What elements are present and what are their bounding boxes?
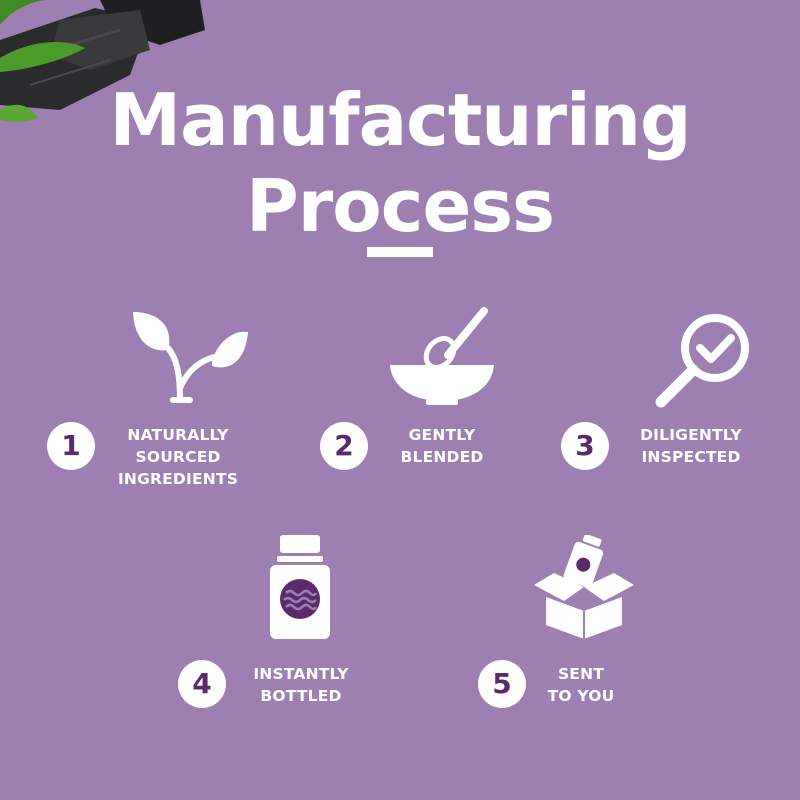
step-label-1: NATURALLY SOURCED INGREDIENTS: [117, 426, 239, 488]
step-number-1: 1: [47, 422, 95, 470]
step-label-4: INSTANTLY BOTTLED: [253, 665, 349, 705]
step-label-2: GENTLY BLENDED: [400, 426, 484, 466]
title-divider: [367, 247, 433, 257]
step-number-3: 3: [561, 422, 609, 470]
step-number-2: 2: [320, 422, 368, 470]
step-number-4: 4: [178, 660, 226, 708]
mixing-bowl-whisk-icon: [390, 307, 494, 405]
bottle-icon: [270, 535, 330, 639]
charcoal-leaves-decoration: [0, 0, 205, 122]
step-number-5: 5: [478, 660, 526, 708]
page-title-line-2: Process: [246, 164, 555, 248]
page-title-line-1: Manufacturing: [109, 78, 692, 162]
magnifier-check-icon: [655, 314, 749, 408]
step-label-5: SENT TO YOU: [547, 665, 615, 705]
step-label-3: DILIGENTLY INSPECTED: [640, 426, 742, 466]
leaf-plant-icon: [133, 312, 248, 403]
box-bottle-icon: [534, 535, 634, 639]
